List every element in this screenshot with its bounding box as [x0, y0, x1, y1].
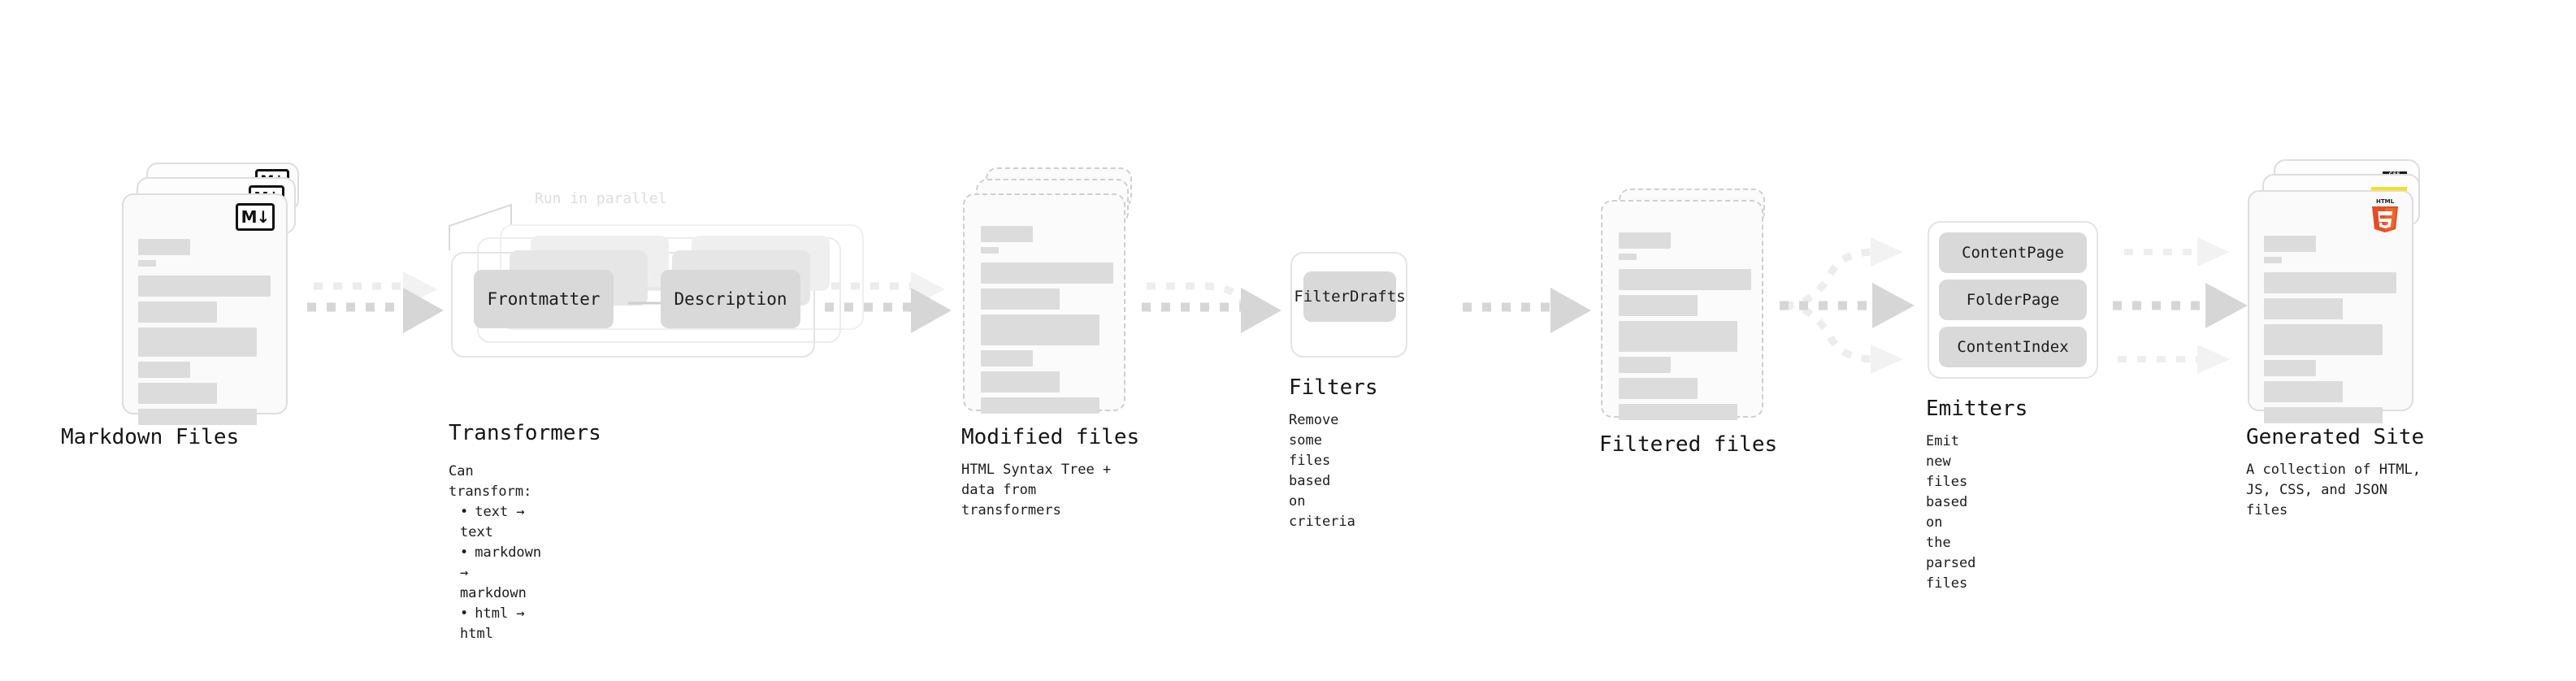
skeleton-line: [981, 314, 1099, 345]
skeleton-line: [2264, 360, 2316, 376]
svg-text:HTML: HTML: [2376, 198, 2395, 205]
conn-modified-to-filters: [1142, 268, 1288, 358]
skeleton-line: [1619, 295, 1698, 316]
markdown-badge: M↓: [236, 203, 275, 231]
skeleton-line: [138, 327, 257, 357]
skeleton-line: [1619, 404, 1737, 420]
conn-filtered-to-emitters: [1780, 228, 1934, 374]
conn-md-to-transformers: [307, 268, 470, 358]
skeleton-line: [1619, 232, 1671, 249]
stage-title-filters: Filters: [1289, 375, 1378, 400]
transformer-chip-frontmatter[interactable]: Frontmatter: [474, 270, 614, 328]
stage-subtitle-modified-files: HTML Syntax Tree + data from transformer…: [961, 462, 1112, 518]
transformers-bullets-lead: Can transform:: [449, 463, 532, 500]
skeleton-line: [138, 275, 271, 297]
site-card-stack: CSS HTML: [2248, 159, 2426, 423]
skeleton-line: [981, 397, 1099, 414]
skeleton-line: [1619, 357, 1671, 373]
stage-title-transformers: Transformers: [449, 421, 601, 445]
markdown-card-stack: M↓ M↓ M↓: [122, 163, 301, 425]
skeleton-line: [138, 260, 156, 267]
skeleton-line: [2264, 324, 2383, 355]
site-card-front: HTML: [2248, 190, 2413, 423]
conn-filters-to-filtered: [1463, 268, 1609, 358]
skeleton-line: [981, 288, 1060, 310]
skeleton-line: [1619, 378, 1698, 399]
skeleton-line: [138, 383, 217, 404]
skeleton-line: [2264, 381, 2343, 402]
filtered-card-stack: [1601, 189, 1772, 420]
skeleton-line: [2264, 257, 2282, 263]
modified-card-stack: [963, 167, 1134, 414]
emitter-chip-folderpage[interactable]: FolderPage: [1939, 280, 2087, 320]
filters-group-box: [1290, 252, 1407, 358]
emitter-chip-contentpage[interactable]: ContentPage: [1939, 232, 2087, 273]
transformers-bullets: Can transform: text → text markdown → ma…: [449, 462, 541, 644]
emitter-chip-contentindex[interactable]: ContentIndex: [1939, 327, 2087, 367]
stage-title-generated-site: Generated Site: [2246, 425, 2425, 449]
stage-subtitle-filters: Remove some files based on criteria: [1289, 412, 1355, 530]
skeleton-line: [2264, 298, 2343, 319]
skeleton-line: [981, 226, 1033, 242]
conn-transformers-to-modified: [825, 268, 971, 358]
stage-generated-site: CSS HTML: [2246, 159, 2426, 518]
skeleton-line: [138, 409, 257, 425]
filters-chip-filterdrafts[interactable]: FilterDrafts: [1294, 271, 1406, 322]
filtered-card-front: [1601, 200, 1763, 420]
conn-emitters-to-site: [2113, 228, 2267, 374]
modified-card-front: [963, 193, 1125, 414]
skeleton-line: [981, 350, 1033, 367]
skeleton-line: [138, 362, 190, 378]
html5-icon: HTML: [2370, 197, 2400, 232]
parallel-bracket: [445, 195, 542, 252]
stage-title-emitters: Emitters: [1926, 397, 2028, 421]
stage-modified-files: Modified files HTML Syntax Tree + data f…: [961, 167, 1139, 518]
markdown-card-front: M↓: [122, 193, 288, 425]
transformers-bullet-item: html → html: [460, 604, 541, 644]
skeleton-line: [981, 371, 1060, 393]
emitters-group-box: [1928, 221, 2098, 379]
stage-subtitle-emitters: Emit new files based on the parsed files: [1926, 433, 1976, 592]
skeleton-line: [2264, 272, 2396, 293]
stage-markdown-files: M↓ M↓ M↓ Markdown Files: [61, 163, 301, 449]
skeleton-line: [1619, 321, 1737, 352]
skeleton-line: [138, 239, 190, 255]
skeleton-line: [138, 301, 217, 323]
transformers-bullet-item: text → text: [460, 502, 541, 543]
transformers-bullet-item: markdown → markdown: [460, 543, 541, 604]
skeleton-line: [2264, 407, 2383, 423]
stage-subtitle-generated-site: A collection of HTML, JS, CSS, and JSON …: [2246, 462, 2421, 518]
skeleton-line: [981, 247, 999, 254]
skeleton-line: [1619, 254, 1637, 260]
skeleton-line: [2264, 236, 2316, 252]
stage-title-modified-files: Modified files: [961, 425, 1140, 449]
skeleton-line: [1619, 269, 1751, 290]
stage-filtered-files: Filtered files: [1599, 189, 1777, 457]
transformer-chip-description[interactable]: Description: [661, 270, 800, 328]
skeleton-line: [981, 262, 1113, 284]
parallel-note-label: Run in parallel: [535, 190, 667, 207]
stage-title-filtered-files: Filtered files: [1599, 432, 1778, 457]
stage-title-markdown-files: Markdown Files: [61, 425, 240, 449]
